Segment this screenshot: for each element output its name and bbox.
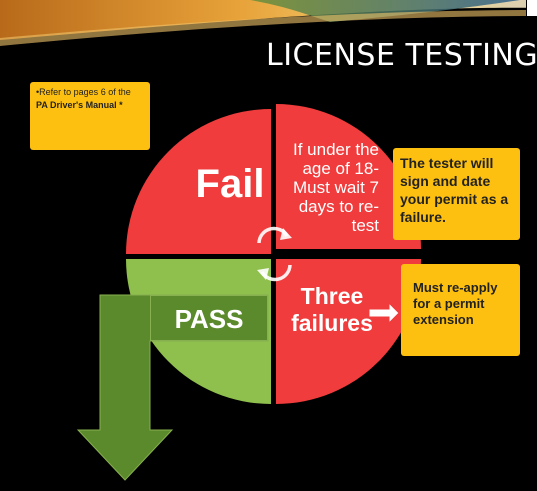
reference-note: •Refer to pages 6 of the PA Driver's Man… [30,82,150,150]
pass-label: PASS [150,295,268,341]
header-banner [0,0,537,46]
right-arrow-icon [368,301,400,325]
slide-edge-marker [526,0,537,17]
quadrant-three-failures [276,259,421,404]
slide-title: LICENSE TESTING [266,38,537,73]
pass-down-arrow-icon [76,294,269,481]
reference-note-text: •Refer to pages 6 of the [36,87,131,97]
reapply-callout: Must re-apply for a permit extension [401,264,520,356]
under-age-text: If under the age of 18- Must wait 7 days… [292,140,379,235]
three-failures-label: Three failures [291,283,373,336]
quadrant-fail [126,109,271,254]
quadrant-under-age [276,104,421,249]
cycle-arrow-upper-head-icon [280,228,292,240]
reference-note-bold: PA Driver's Manual * [36,100,123,110]
tester-callout: The tester will sign and date your permi… [393,148,520,240]
cycle-arrow-lower-head-icon [257,268,269,280]
fail-label: Fail [195,162,265,206]
